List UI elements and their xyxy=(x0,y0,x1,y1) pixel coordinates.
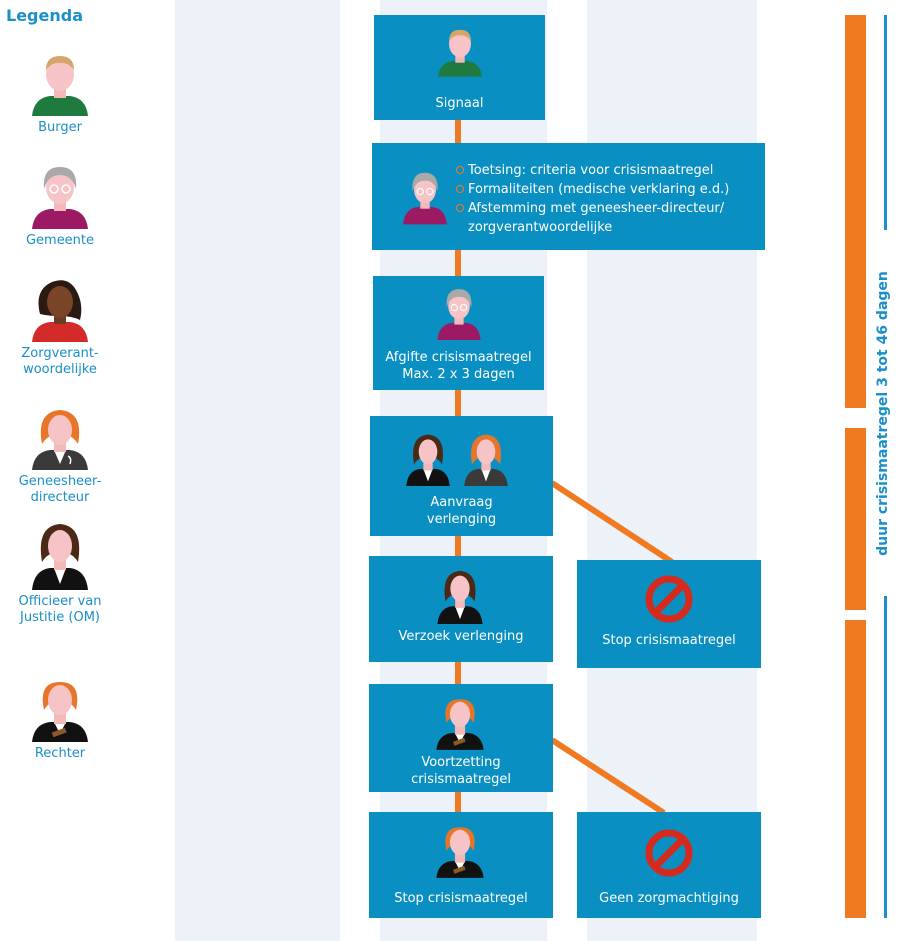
rechter-icon xyxy=(436,827,484,878)
gemeente-icon xyxy=(403,172,447,225)
duration-line-top xyxy=(884,15,887,230)
legend-item-zorgverantwoordelijke: Zorgverant- woordelijke xyxy=(0,276,120,378)
legend-item-rechter: Rechter xyxy=(0,676,120,762)
duration-bar-2 xyxy=(845,428,866,610)
afgifte-box: Afgifte crisismaatregel Max. 2 x 3 dagen xyxy=(373,276,544,390)
column-background-1 xyxy=(175,0,340,941)
legend-label: Rechter xyxy=(34,746,86,761)
connector-line xyxy=(550,737,666,816)
duration-label-wrapper: duur crisismaatregel 3 tot 46 dagen xyxy=(873,241,897,586)
verzoek-box: Verzoek verlenging xyxy=(369,556,553,662)
legend-item-geneesheer-directeur: Geneesheer- directeur xyxy=(0,404,120,506)
legend-title: Legenda xyxy=(6,6,83,25)
legend-label: Burger xyxy=(38,120,82,135)
burger-icon xyxy=(32,56,88,116)
bullet-item: Afstemming met geneesheer-directeur/ zor… xyxy=(456,199,729,237)
officier-van-justitie-icon xyxy=(406,434,450,486)
legend-item-officier-van-justitie: Officieer van Justitie (OM) xyxy=(0,518,120,626)
officier-van-justitie-icon xyxy=(32,524,88,590)
prohibited-icon xyxy=(645,575,693,623)
geen-zorgmachtiging-label: Geen zorgmachtiging xyxy=(599,891,739,906)
signaal-box: Signaal xyxy=(374,15,545,120)
verzoek-label: Verzoek verlenging xyxy=(398,629,524,644)
legend-label: Officieer van Justitie (OM) xyxy=(18,594,102,625)
rechter-icon xyxy=(436,699,484,750)
legend-item-gemeente: Gemeente xyxy=(0,163,120,249)
bullet-item: Toetsing: criteria voor crisismaatregel xyxy=(456,161,729,180)
stop-final-label: Stop crisismaatregel xyxy=(394,891,528,906)
afgifte-label: Afgifte crisismaatregel Max. 2 x 3 dagen xyxy=(385,350,532,382)
aanvraag-box: Aanvraag verlenging xyxy=(370,416,553,536)
connector-line xyxy=(550,480,674,565)
legend-item-burger: Burger xyxy=(0,50,120,136)
toetsing-bullet-list: Toetsing: criteria voor crisismaatregel … xyxy=(456,161,729,237)
prohibited-icon xyxy=(645,829,693,877)
voortzetting-box: Voortzetting crisismaatregel xyxy=(369,684,553,792)
geen-zorgmachtiging-box: Geen zorgmachtiging xyxy=(577,812,761,918)
signaal-label: Signaal xyxy=(435,96,484,111)
officier-van-justitie-icon xyxy=(437,570,483,624)
duration-bar-3 xyxy=(845,620,866,918)
stop-side-box: Stop crisismaatregel xyxy=(577,560,761,668)
stop-side-label: Stop crisismaatregel xyxy=(602,633,736,648)
duration-bar-1 xyxy=(845,15,866,408)
legend-label: Gemeente xyxy=(25,233,95,248)
geneesheer-directeur-icon xyxy=(32,410,88,470)
gemeente-icon xyxy=(437,289,481,340)
stop-final-box: Stop crisismaatregel xyxy=(369,812,553,918)
aanvraag-label: Aanvraag verlenging xyxy=(426,495,497,527)
duration-label: duur crisismaatregel 3 tot 46 dagen xyxy=(875,271,891,556)
rechter-icon xyxy=(32,682,88,742)
voortzetting-label: Voortzetting crisismaatregel xyxy=(411,755,511,787)
gemeente-icon xyxy=(32,167,88,229)
zorgverantwoordelijke-icon xyxy=(32,280,88,342)
legend-label: Geneesheer- directeur xyxy=(18,474,102,505)
legend-label: Zorgverant- woordelijke xyxy=(21,346,99,377)
toetsing-box: Toetsing: criteria voor crisismaatregel … xyxy=(372,143,765,250)
bullet-item: Formaliteiten (medische verklaring e.d.) xyxy=(456,180,729,199)
duration-line-bottom xyxy=(884,596,887,918)
geneesheer-directeur-icon xyxy=(464,434,508,486)
burger-icon xyxy=(438,29,482,77)
